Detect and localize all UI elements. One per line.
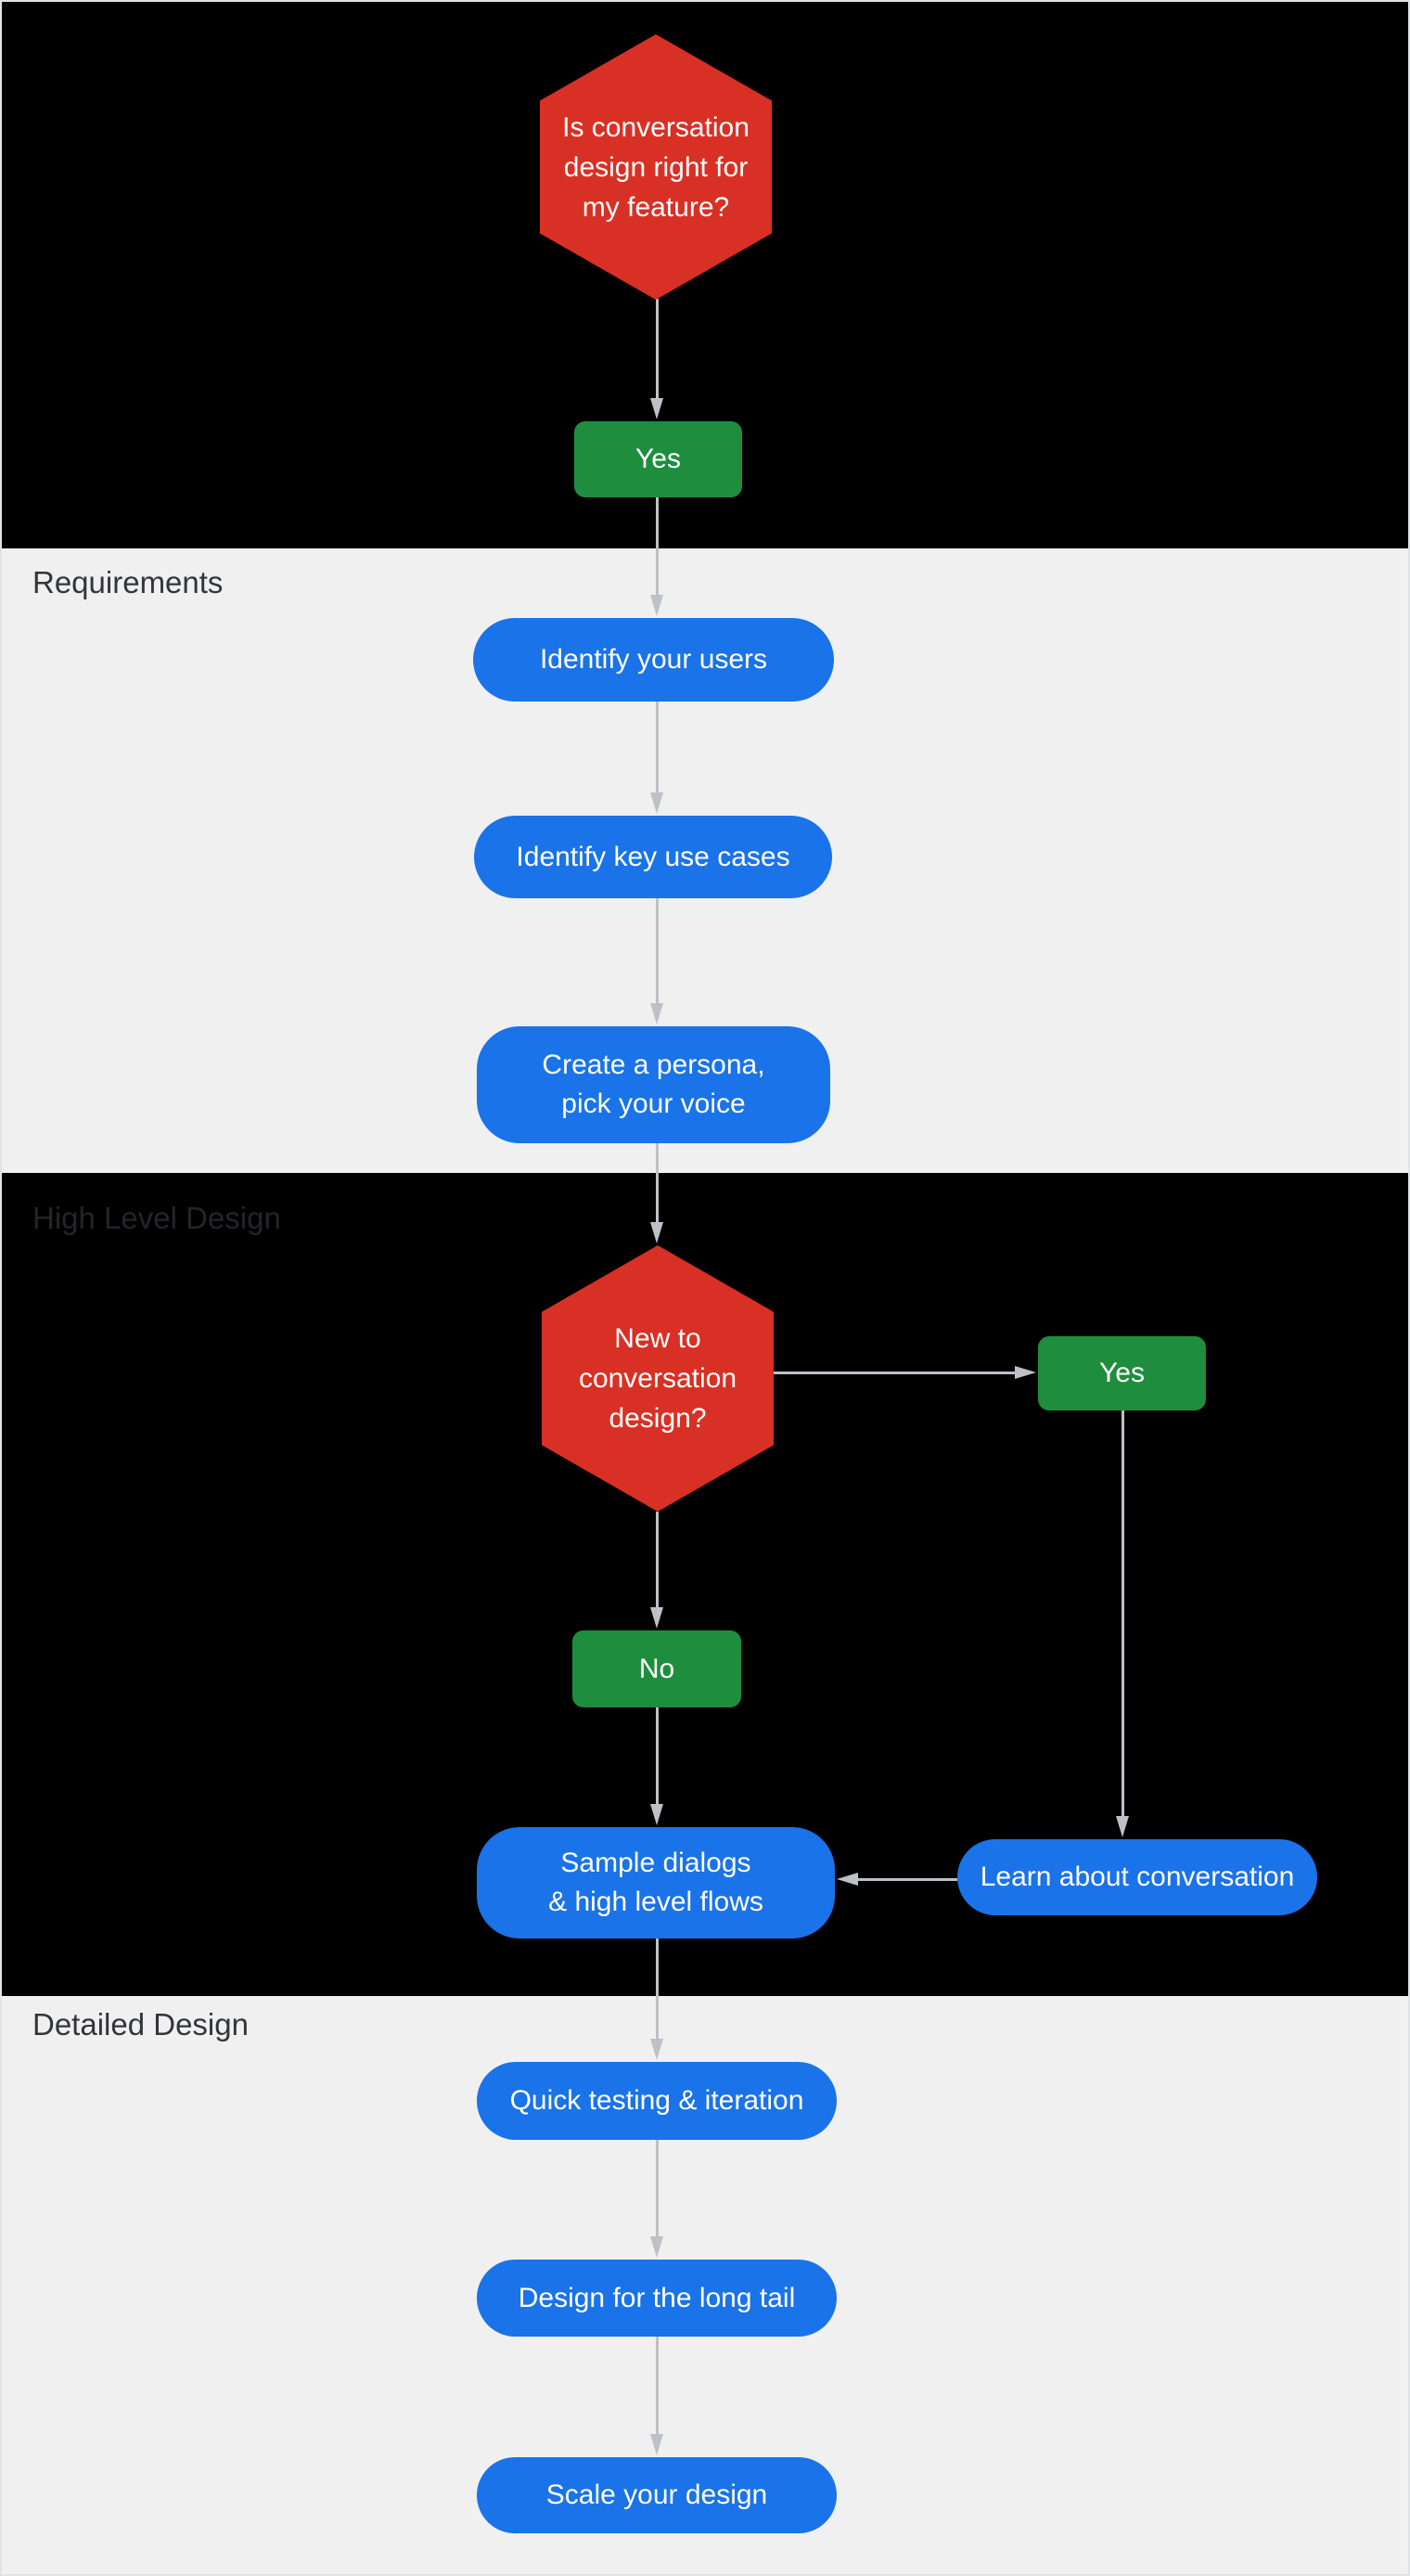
arrow-decision-new-to-yes bbox=[774, 1366, 1036, 1379]
step-pill-create-persona[interactable]: Create a persona, pick your voice bbox=[477, 1026, 830, 1143]
arrow-line bbox=[655, 299, 659, 398]
arrow-yes-to-learn-conversation bbox=[1116, 1410, 1129, 1837]
step-pill-sample-dialogs[interactable]: Sample dialogs & high level flows bbox=[477, 1827, 835, 1938]
step-pill-learn-about-conversation[interactable]: Learn about conversation bbox=[957, 1839, 1317, 1915]
arrow-long-tail-to-scale bbox=[650, 2337, 663, 2455]
arrow-line bbox=[655, 1143, 659, 1222]
section-label-requirements: Requirements bbox=[32, 565, 224, 599]
arrow-head-right-icon bbox=[1015, 1366, 1036, 1379]
step-pill-identify-key-use-cases[interactable]: Identify key use cases bbox=[474, 816, 832, 898]
arrow-head-down-icon bbox=[650, 2039, 663, 2060]
arrow-line bbox=[655, 497, 659, 595]
arrow-line bbox=[1121, 1410, 1124, 1816]
arrow-head-down-icon bbox=[650, 1003, 663, 1024]
arrow-line bbox=[655, 1512, 659, 1607]
arrow-head-left-icon bbox=[837, 1873, 858, 1886]
arrow-line bbox=[655, 2337, 659, 2434]
section-label-high-level-design: High Level Design bbox=[32, 1201, 281, 1235]
answer-button-no-new[interactable]: No bbox=[572, 1630, 741, 1707]
arrow-head-down-icon bbox=[650, 398, 663, 419]
step-pill-scale-your-design[interactable]: Scale your design bbox=[477, 2457, 837, 2533]
arrow-head-down-icon bbox=[650, 1804, 663, 1825]
arrow-line bbox=[774, 1371, 1015, 1374]
arrow-no-to-sample-dialogs bbox=[650, 1707, 663, 1825]
arrow-learn-to-sample-dialogs bbox=[837, 1873, 957, 1886]
arrow-line bbox=[655, 1707, 659, 1804]
arrow-head-down-icon bbox=[650, 1607, 663, 1629]
arrow-head-down-icon bbox=[650, 792, 663, 814]
step-pill-identify-users[interactable]: Identify your users bbox=[473, 618, 834, 702]
step-pill-quick-testing[interactable]: Quick testing & iteration bbox=[477, 2062, 837, 2140]
decision-hexagon-new-to-conversation-design: New to conversation design? bbox=[542, 1245, 774, 1512]
arrow-line bbox=[655, 702, 659, 792]
arrow-line bbox=[858, 1877, 957, 1881]
arrow-head-down-icon bbox=[1116, 1816, 1129, 1837]
arrow-head-down-icon bbox=[650, 2236, 663, 2258]
arrow-persona-to-decision-new bbox=[650, 1143, 663, 1243]
step-pill-design-long-tail[interactable]: Design for the long tail bbox=[477, 2260, 837, 2337]
answer-button-yes-new[interactable]: Yes bbox=[1038, 1336, 1206, 1410]
arrow-line bbox=[655, 898, 659, 1003]
arrow-sample-dialogs-to-quick-testing bbox=[650, 1938, 663, 2060]
arrow-decision-fit-to-yes bbox=[650, 299, 663, 419]
decision-hexagon-conversation-fit: Is conversation design right for my feat… bbox=[540, 34, 772, 300]
arrow-head-down-icon bbox=[650, 1222, 663, 1243]
section-label-detailed-design: Detailed Design bbox=[32, 2007, 249, 2041]
arrow-identify-users-to-use-cases bbox=[650, 702, 663, 814]
arrow-head-down-icon bbox=[650, 2434, 663, 2455]
arrow-line bbox=[655, 2140, 659, 2236]
arrow-use-cases-to-persona bbox=[650, 898, 663, 1024]
arrow-yes-to-identify-users bbox=[650, 497, 663, 616]
answer-button-yes-fit[interactable]: Yes bbox=[574, 421, 742, 497]
arrow-quick-testing-to-long-tail bbox=[650, 2140, 663, 2258]
arrow-decision-new-to-no bbox=[650, 1512, 663, 1629]
arrow-head-down-icon bbox=[650, 595, 663, 616]
arrow-line bbox=[655, 1938, 659, 2039]
